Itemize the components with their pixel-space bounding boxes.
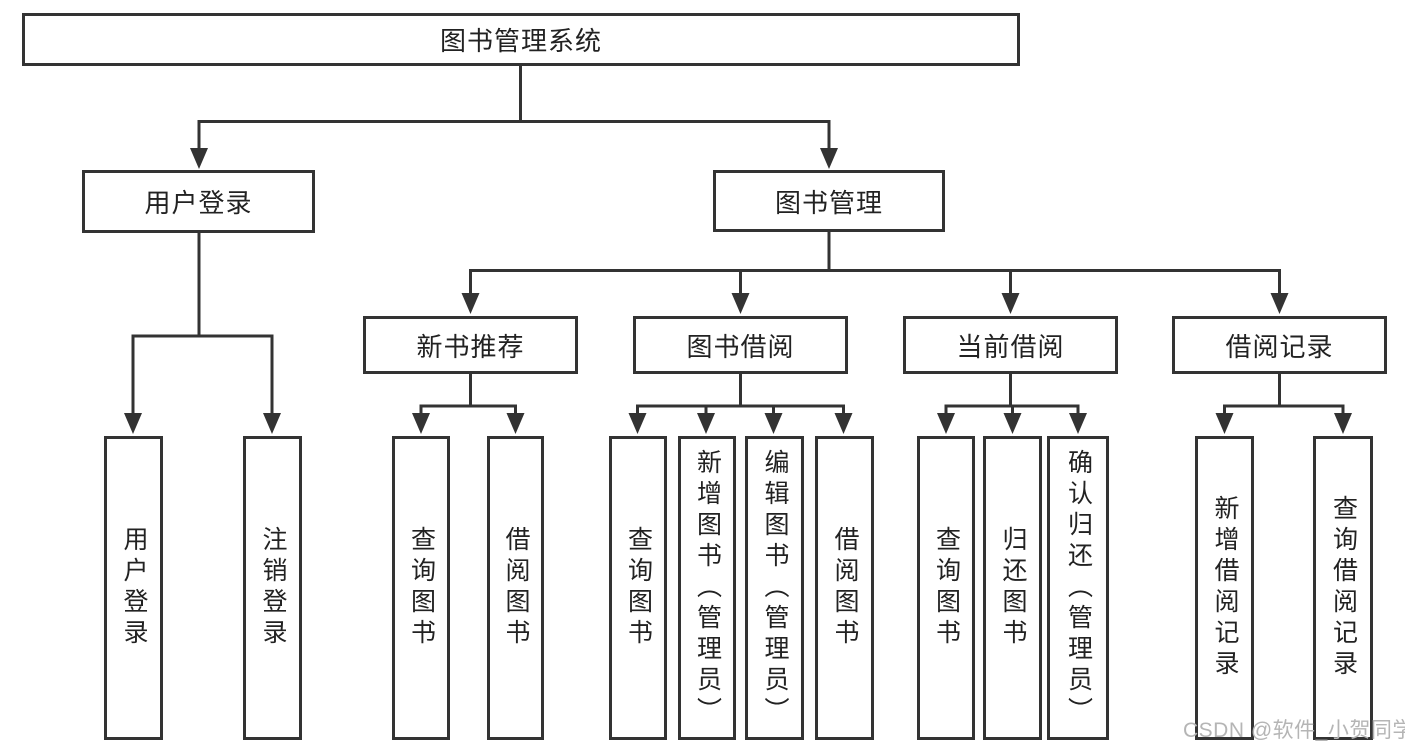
node-new-book-recommend-label: 新书推荐 <box>416 331 525 362</box>
leaf-nb-query-books-label: 查询图书 <box>407 526 436 650</box>
leaf-bb-query-books: 查询图书 <box>609 436 667 740</box>
leaf-cb-return-books-label: 归还图书 <box>999 526 1027 650</box>
leaf-br-add-record-label: 新增借阅记录 <box>1211 495 1239 681</box>
leaf-cb-return-books: 归还图书 <box>983 436 1042 740</box>
node-borrow-records-label: 借阅记录 <box>1225 331 1334 362</box>
node-book-borrow: 图书借阅 <box>633 316 848 374</box>
leaf-br-add-record: 新增借阅记录 <box>1195 436 1254 740</box>
leaf-bb-add-books-admin-label: 新增图书（管理员） <box>693 448 722 728</box>
watermark-text: CSDN @软件_小贺同学 <box>1183 719 1405 742</box>
leaf-bb-edit-books-admin: 编辑图书（管理员） <box>745 436 804 740</box>
node-root-label: 图书管理系统 <box>439 26 602 56</box>
node-book-borrow-label: 图书借阅 <box>686 331 795 362</box>
leaf-br-query-record: 查询借阅记录 <box>1313 436 1373 740</box>
leaf-logout-label: 注销登录 <box>259 526 287 650</box>
leaf-user-login: 用户登录 <box>104 436 163 740</box>
leaf-br-query-record-label: 查询借阅记录 <box>1329 495 1358 681</box>
leaf-nb-borrow-books-label: 借阅图书 <box>502 526 530 650</box>
leaf-bb-borrow-books: 借阅图书 <box>815 436 874 740</box>
leaf-user-login-label: 用户登录 <box>120 526 148 650</box>
node-current-borrow-label: 当前借阅 <box>956 331 1065 362</box>
node-new-book-recommend: 新书推荐 <box>363 316 578 374</box>
leaf-cb-confirm-return-admin: 确认归还（管理员） <box>1047 436 1109 740</box>
leaf-nb-query-books: 查询图书 <box>392 436 450 740</box>
node-user-login-label: 用户登录 <box>144 188 253 218</box>
node-book-management: 图书管理 <box>713 170 945 232</box>
node-current-borrow: 当前借阅 <box>903 316 1118 374</box>
leaf-bb-add-books-admin: 新增图书（管理员） <box>678 436 736 740</box>
node-root: 图书管理系统 <box>22 13 1020 66</box>
node-borrow-records: 借阅记录 <box>1172 316 1387 374</box>
leaf-cb-confirm-return-admin-label: 确认归还（管理员） <box>1064 448 1093 728</box>
leaf-logout: 注销登录 <box>243 436 302 740</box>
leaf-bb-query-books-label: 查询图书 <box>624 526 653 650</box>
leaf-cb-query-books-label: 查询图书 <box>932 526 961 650</box>
leaf-cb-query-books: 查询图书 <box>917 436 975 740</box>
node-user-login: 用户登录 <box>82 170 315 233</box>
leaf-bb-borrow-books-label: 借阅图书 <box>831 526 859 650</box>
leaf-nb-borrow-books: 借阅图书 <box>487 436 544 740</box>
leaf-bb-edit-books-admin-label: 编辑图书（管理员） <box>761 448 789 728</box>
node-book-management-label: 图书管理 <box>774 187 883 218</box>
